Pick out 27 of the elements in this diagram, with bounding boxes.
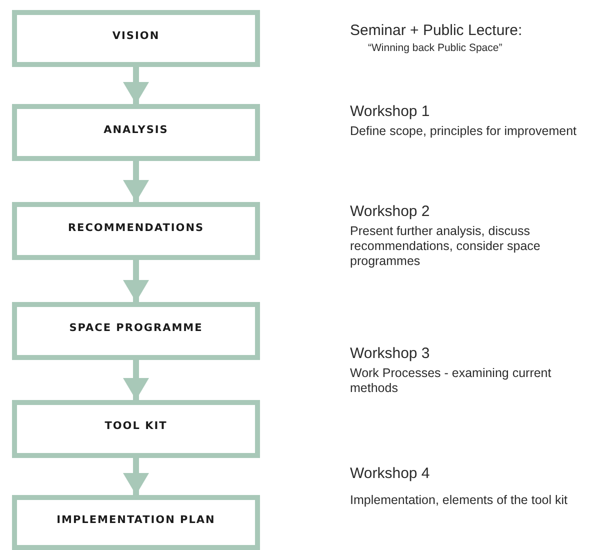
workshop-description: Implementation, elements of the tool kit [350, 492, 568, 509]
arrow [123, 458, 149, 495]
process-box [12, 495, 260, 550]
arrow [123, 360, 149, 400]
lecture-title: Seminar + Public Lecture: [350, 22, 524, 40]
process-box [12, 400, 260, 458]
workshop-title: Workshop 1 [350, 103, 431, 121]
workshop-title: Workshop 4 [350, 465, 431, 483]
step-label: SPACE PROGRAMME [69, 321, 203, 336]
process-box [12, 302, 260, 360]
workshop-title: Workshop 2 [350, 203, 431, 221]
step-label: IMPLEMENTATION PLAN [56, 512, 216, 528]
step-label: RECOMMENDATIONS [68, 221, 204, 236]
process-box [12, 10, 260, 67]
lecture-subtitle: “Winning back Public Space” [368, 42, 504, 55]
process-box [12, 104, 260, 161]
arrow [123, 161, 149, 202]
workshop-description: Work Processes - examining current methods [350, 366, 552, 396]
workshop-description: Define scope, principles for improvement [350, 124, 578, 139]
arrow [123, 260, 149, 302]
step-label: VISION [112, 28, 160, 44]
step-label: ANALYSIS [104, 122, 168, 138]
step-label: TOOL KIT [104, 419, 168, 434]
arrow [123, 67, 149, 104]
process-box [12, 202, 260, 260]
workshop-description: Present further analysis, discuss recommendations, consider space programmes [350, 224, 542, 269]
workshop-title: Workshop 3 [350, 345, 431, 363]
